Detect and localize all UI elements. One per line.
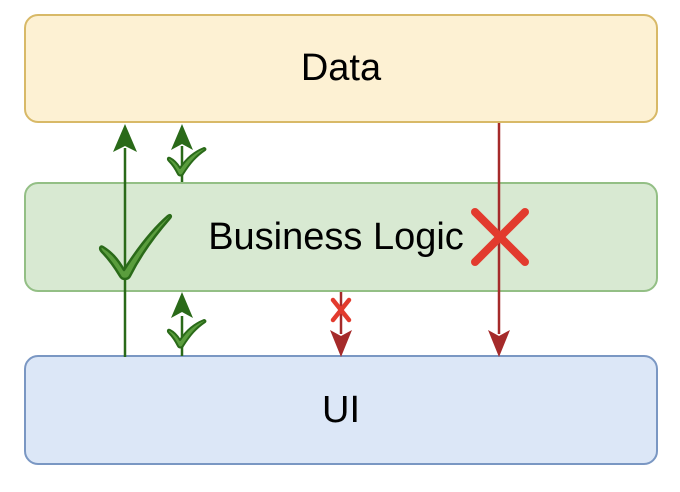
small-check-mark-icon xyxy=(166,319,207,349)
ui-layer-label: UI xyxy=(322,388,360,431)
logic-to-ui-forbidden-arrow xyxy=(330,292,352,357)
business-logic-layer-label: Business Logic xyxy=(208,215,464,258)
business-logic-layer: Business Logic xyxy=(24,182,658,292)
small-cross-icon xyxy=(330,297,352,323)
ui-to-logic-arrow xyxy=(171,292,193,356)
small-check-mark-icon xyxy=(166,147,207,177)
ui-layer: UI xyxy=(24,355,658,465)
logic-to-data-arrow xyxy=(171,124,193,182)
data-layer-label: Data xyxy=(300,47,382,89)
data-layer: Data xyxy=(24,14,658,123)
